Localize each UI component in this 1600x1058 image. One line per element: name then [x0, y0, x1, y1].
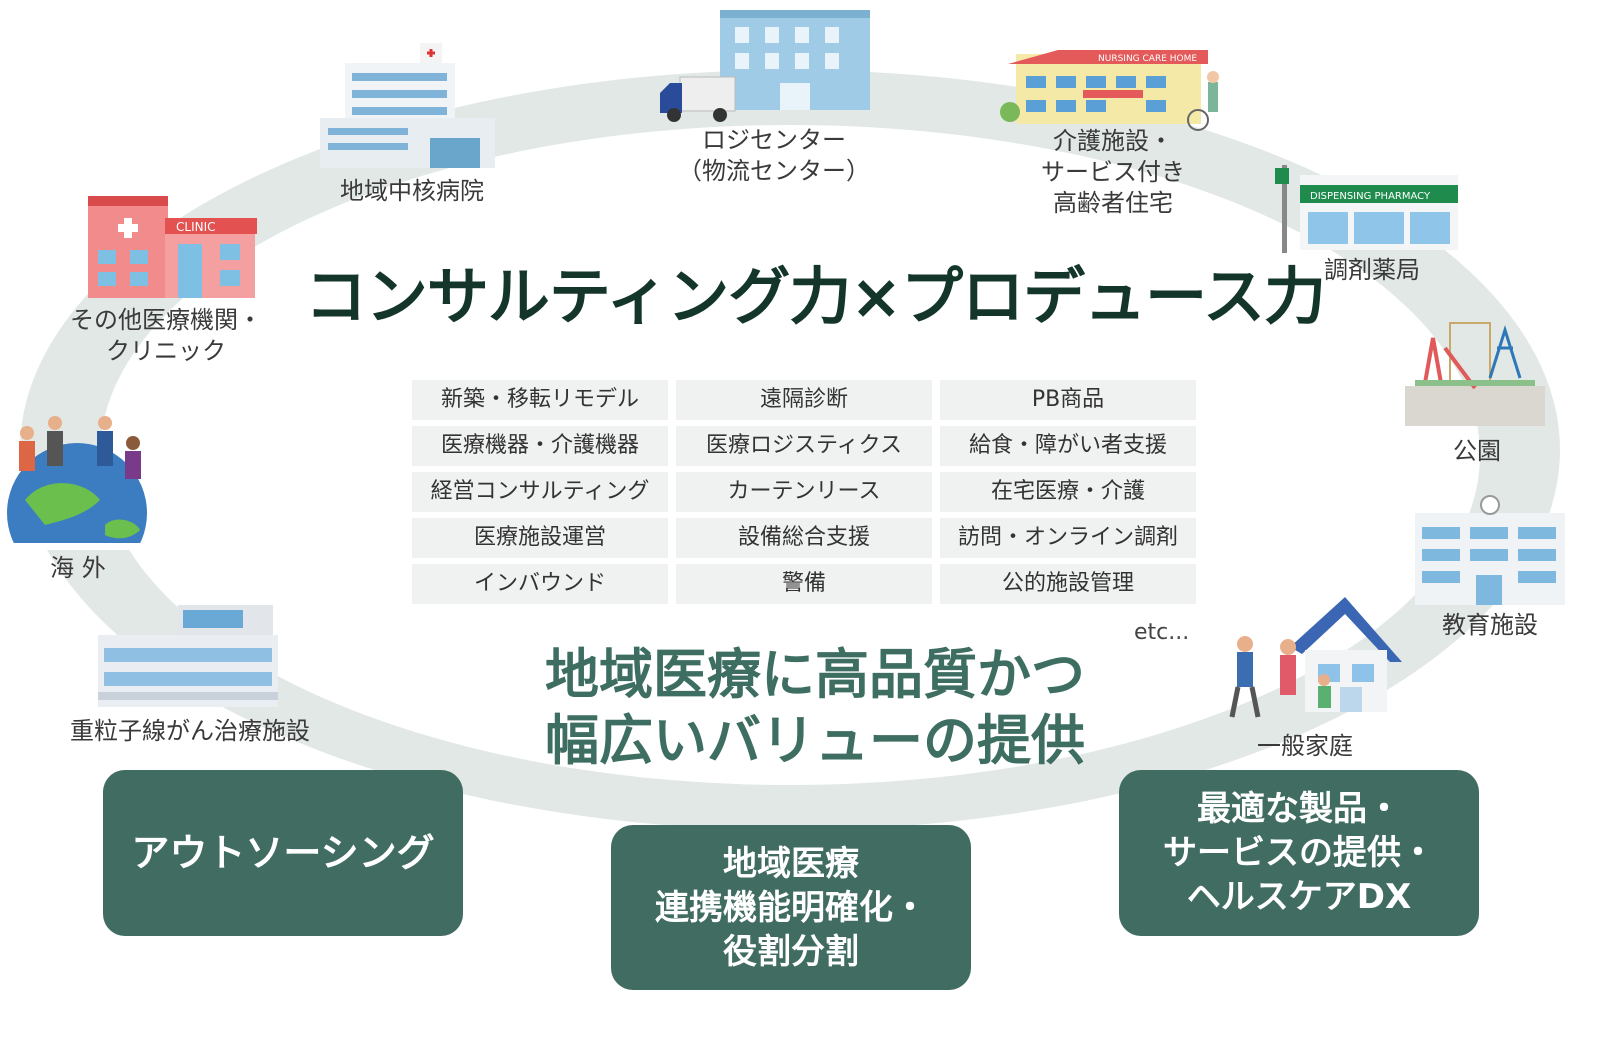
regional-coordination-label: 地域医療 連携機能明確化・ 役割分割 — [655, 843, 927, 972]
label-pharmacy: 調剤薬局 — [1324, 256, 1420, 284]
service-cell: 医療ロジスティクス — [676, 426, 932, 466]
regional-hospital-illustration — [320, 43, 495, 168]
service-cell: PB商品 — [940, 380, 1196, 420]
pharmacy-sign: DISPENSING PHARMACY — [1310, 191, 1431, 202]
label-nursing-home: 介護施設・ サービス付き 高齢者住宅 — [1041, 127, 1185, 217]
park-illustration — [1405, 322, 1545, 426]
label-household: 一般家庭 — [1257, 732, 1353, 760]
service-cell: 警備 — [676, 564, 932, 604]
service-cell: 経営コンサルティング — [412, 472, 668, 512]
label-overseas: 海 外 — [50, 554, 106, 582]
products-services-box: 最適な製品・ サービスの提供・ ヘルスケアDX — [1119, 770, 1479, 936]
nursing-home-sign: NURSING CARE HOME — [1098, 54, 1197, 64]
clinic-illustration: CLINIC — [88, 196, 257, 298]
label-education: 教育施設 — [1442, 611, 1538, 639]
pharmacy-illustration: DISPENSING PHARMACY — [1275, 165, 1458, 253]
service-cell: 在宅医療・介護 — [940, 472, 1196, 512]
outsourcing-label: アウトソーシング — [131, 831, 435, 875]
nursing-home-illustration: NURSING CARE HOME — [1000, 50, 1219, 131]
service-cell: 訪問・オンライン調剤 — [940, 518, 1196, 558]
logistics-center-illustration — [660, 10, 870, 122]
service-cell: インバウンド — [412, 564, 668, 604]
label-heavy-ion: 重粒子線がん治療施設 — [70, 717, 310, 745]
headline: コンサルティング力×プロデュース力 — [304, 260, 1326, 333]
service-cell: 医療機器・介護機器 — [412, 426, 668, 466]
service-cell: 遠隔診断 — [676, 380, 932, 420]
service-cell: 医療施設運営 — [412, 518, 668, 558]
service-cell: 給食・障がい者支援 — [940, 426, 1196, 466]
outsourcing-box: アウトソーシング — [103, 770, 463, 936]
clinic-sign: CLINIC — [176, 220, 216, 234]
label-logistics-center: ロジセンター （物流センター） — [678, 126, 870, 185]
products-services-label: 最適な製品・ サービスの提供・ ヘルスケアDX — [1163, 789, 1435, 917]
globe-illustration — [5, 416, 155, 550]
service-cell: 公的施設管理 — [940, 564, 1196, 604]
label-clinic: その他医療機関・ クリニック — [70, 306, 262, 365]
regional-coordination-box: 地域医療 連携機能明確化・ 役割分割 — [611, 825, 971, 990]
etc-note: etc... — [1134, 620, 1190, 645]
label-regional-hospital: 地域中核病院 — [340, 177, 484, 205]
household-illustration — [1229, 597, 1402, 718]
tagline: 地域医療に高品質かつ 幅広いバリューの提供 — [545, 643, 1085, 772]
services-grid: 新築・移転リモデル 遠隔診断 PB商品 医療機器・介護機器 医療ロジスティクス … — [412, 380, 1196, 604]
label-park: 公園 — [1453, 437, 1501, 465]
service-cell: カーテンリース — [676, 472, 932, 512]
heavy-ion-facility-illustration — [98, 605, 278, 707]
service-cell: 新築・移転リモデル — [412, 380, 668, 420]
education-illustration — [1415, 495, 1565, 605]
service-cell: 設備総合支援 — [676, 518, 932, 558]
